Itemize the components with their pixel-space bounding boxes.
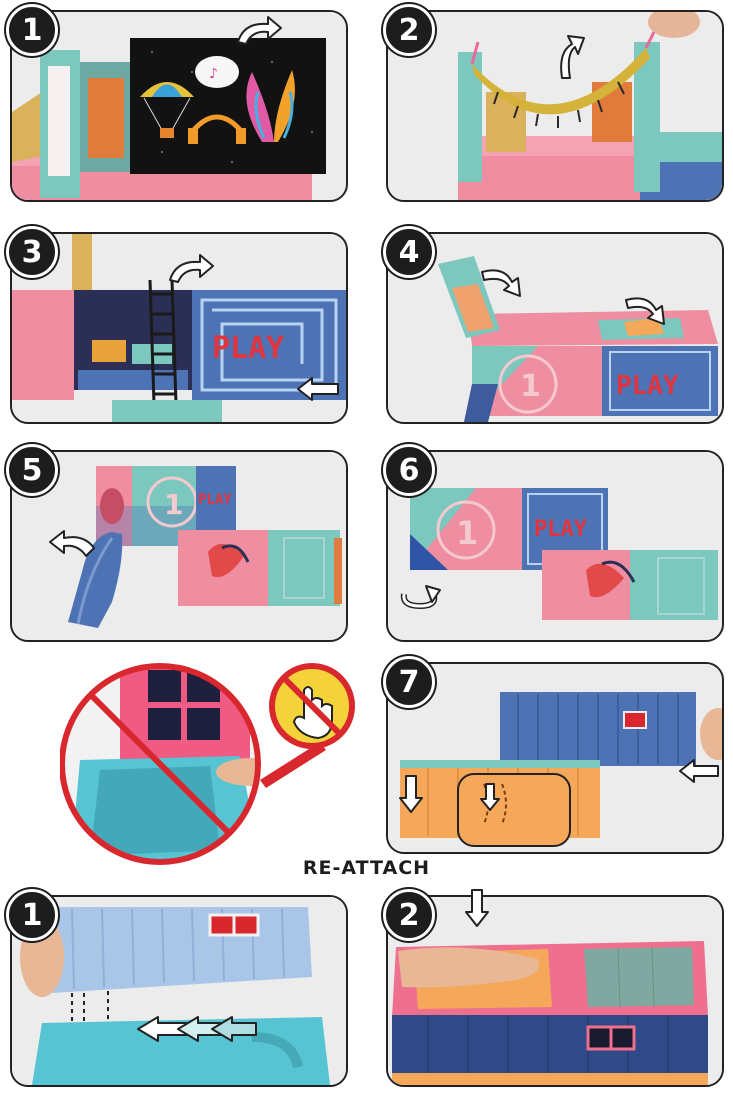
- reattach-1-panel: [10, 895, 348, 1087]
- down-arrow-icon: [399, 775, 423, 813]
- step-2-badge: 2: [383, 4, 435, 56]
- step-2-panel: [386, 10, 724, 202]
- reattach-2-illustration: [388, 897, 722, 1085]
- container-number-text: 1: [164, 488, 183, 521]
- curved-arrow-icon: [237, 16, 282, 45]
- step-5-badge: 5: [6, 444, 58, 496]
- step-7-badge: 7: [383, 656, 435, 708]
- curved-arrow-icon: [560, 35, 585, 79]
- reattach-2-panel: [386, 895, 724, 1087]
- play-sign-text: PLAY: [198, 492, 232, 508]
- curved-arrow-icon: [49, 530, 95, 557]
- step-6-badge: 6: [383, 444, 435, 496]
- step-7-panel: [386, 662, 724, 854]
- step-5-panel: 1 PLAY: [10, 450, 348, 642]
- rotate-arrow-icon: [400, 585, 441, 610]
- step-6-panel: 1 PLAY: [386, 450, 724, 642]
- reattach-heading: RE-ATTACH: [302, 857, 431, 879]
- play-sign-text: PLAY: [212, 331, 284, 366]
- step-4-panel: 1 PLAY: [386, 232, 724, 424]
- step-4-illustration: 1 PLAY: [388, 234, 722, 422]
- step-3-illustration: PLAY: [12, 234, 346, 422]
- play-sign-text: PLAY: [534, 517, 588, 542]
- curved-arrow-icon: [481, 269, 521, 297]
- curved-arrow-icon: [625, 297, 665, 325]
- warning-area: [60, 660, 370, 870]
- reattach-1-badge: 1: [6, 889, 58, 941]
- no-touch-warning-icon: [269, 663, 355, 749]
- curved-arrow-icon: [169, 254, 214, 283]
- step-3-panel: PLAY: [10, 232, 348, 424]
- warning-illustration: [60, 663, 355, 865]
- step-4-badge: 4: [383, 226, 435, 278]
- reattach-2-badge: 2: [383, 889, 435, 941]
- step-1-illustration: ♪: [12, 12, 346, 200]
- svg-text:♪: ♪: [209, 66, 218, 82]
- down-arrow-icon: [480, 783, 500, 811]
- step-7-illustration: [388, 664, 722, 852]
- step-2-illustration: [388, 12, 722, 200]
- step-3-badge: 3: [6, 226, 58, 278]
- container-number-text: 1: [520, 369, 541, 404]
- play-sign-text: PLAY: [616, 371, 679, 401]
- reattach-1-illustration: [12, 897, 346, 1085]
- step-1-badge: 1: [6, 4, 58, 56]
- container-number-text: 1: [456, 514, 478, 552]
- step-1-panel: ♪: [10, 10, 348, 202]
- left-arrow-icon: [297, 377, 339, 401]
- down-arrow-icon: [465, 889, 489, 927]
- left-arrow-icon: [679, 759, 719, 783]
- step-6-illustration: 1 PLAY: [388, 452, 722, 640]
